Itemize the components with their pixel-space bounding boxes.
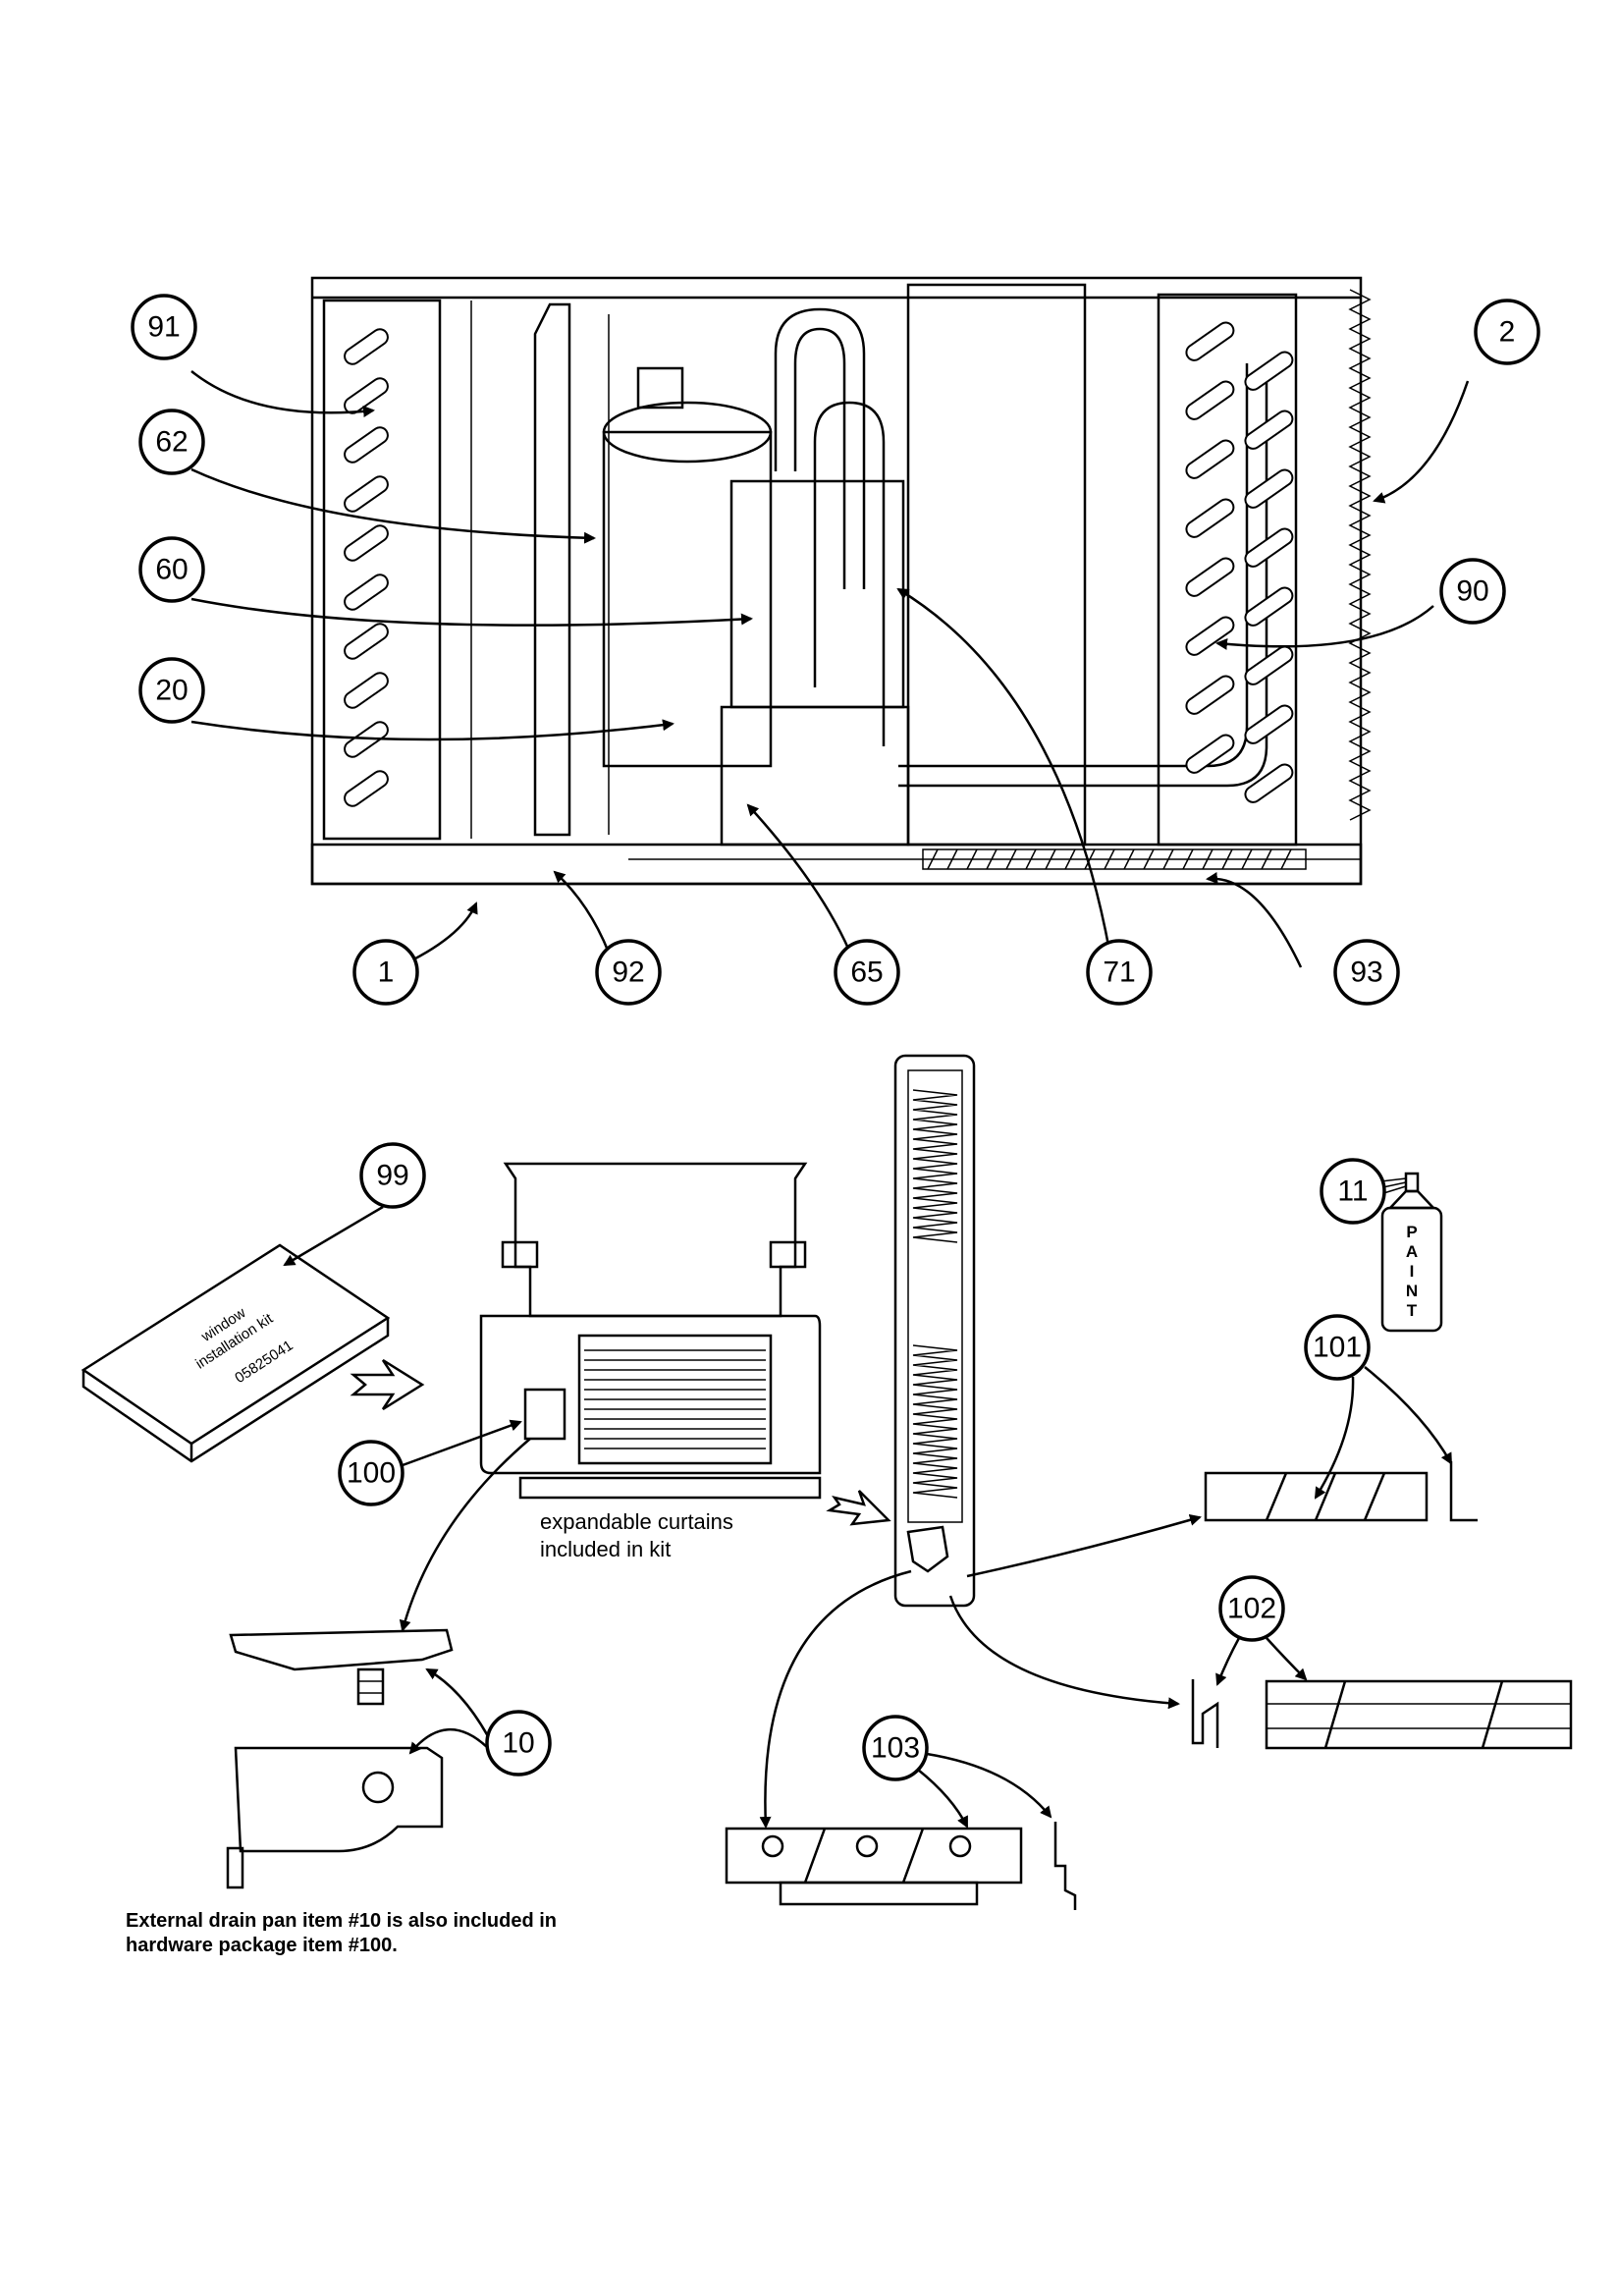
- unit-with-curtains: expandable curtains included in kit: [479, 1162, 822, 1561]
- paint-letter-t: T: [1407, 1301, 1418, 1320]
- paint-letter-n: N: [1406, 1282, 1418, 1300]
- base-bracket: [720, 705, 910, 847]
- leader-100: [402, 1419, 522, 1467]
- callout-102-label: 102: [1227, 1593, 1276, 1625]
- callout-100-label: 100: [347, 1457, 396, 1490]
- flow-arrow-1: [350, 1358, 425, 1411]
- callout-71-label: 71: [1103, 957, 1135, 989]
- leader-panel-101: [966, 1513, 1202, 1578]
- part-102-strip: [1191, 1679, 1573, 1750]
- callout-91: 91: [131, 294, 197, 360]
- leader-102a: [1266, 1637, 1308, 1681]
- callout-91-label: 91: [147, 311, 180, 344]
- flow-arrow-2: [826, 1490, 891, 1526]
- part-101-strip: [1204, 1461, 1478, 1522]
- paint-letter-a: A: [1406, 1242, 1418, 1261]
- condenser-fins: [1348, 289, 1372, 821]
- leader-99: [283, 1205, 384, 1267]
- callout-71: 71: [1086, 939, 1153, 1006]
- leader-panel-102: [948, 1595, 1180, 1710]
- callout-99-label: 99: [376, 1160, 408, 1192]
- leader-100-drain: [399, 1438, 531, 1632]
- callout-92-label: 92: [612, 957, 644, 989]
- callout-60: 60: [138, 536, 205, 603]
- drain-note-line2: hardware package item #100.: [126, 1935, 398, 1956]
- callout-103: 103: [862, 1715, 929, 1781]
- drain-pan-parts: [226, 1628, 454, 1889]
- leader-10a: [425, 1667, 490, 1737]
- leader-102b: [1215, 1637, 1241, 1686]
- callout-60-label: 60: [155, 554, 188, 586]
- callout-2: 2: [1474, 299, 1540, 365]
- hardware-package: [523, 1388, 566, 1441]
- leader-103a: [917, 1769, 969, 1829]
- leader-10b: [408, 1727, 489, 1755]
- callout-93-label: 93: [1350, 957, 1382, 989]
- callout-103-label: 103: [871, 1732, 920, 1765]
- callout-101: 101: [1304, 1314, 1371, 1381]
- left-coil-slots: [344, 328, 389, 807]
- callout-1: 1: [352, 939, 419, 1006]
- callout-65-label: 65: [850, 957, 883, 989]
- callout-99: 99: [359, 1142, 426, 1209]
- refrigerant-tubing: [774, 307, 1268, 788]
- callout-20: 20: [138, 657, 205, 724]
- callout-102: 102: [1218, 1575, 1285, 1642]
- curtains-caption-line1: expandable curtains: [540, 1509, 733, 1534]
- callout-101-label: 101: [1313, 1332, 1362, 1364]
- callout-1-label: 1: [378, 957, 395, 989]
- leader-103b: [926, 1752, 1052, 1819]
- callout-100: 100: [338, 1440, 404, 1506]
- chassis-assembly: [310, 276, 1372, 886]
- callout-90-label: 90: [1456, 575, 1488, 608]
- right-coil-slots: [1185, 321, 1294, 803]
- callout-10-label: 10: [502, 1727, 534, 1760]
- drain-note-line1: External drain pan item #10 is also incl…: [126, 1910, 557, 1932]
- callout-62-label: 62: [155, 426, 188, 459]
- callout-90: 90: [1439, 558, 1506, 625]
- compressor: [602, 366, 773, 768]
- window-kit-box: window installation kit 05825041: [81, 1243, 391, 1463]
- callout-92: 92: [595, 939, 662, 1006]
- callout-93: 93: [1333, 939, 1400, 1006]
- paint-letter-p: P: [1406, 1223, 1417, 1241]
- callout-2-label: 2: [1499, 316, 1516, 349]
- part-103-strip: [725, 1822, 1077, 1910]
- center-partition: [906, 283, 1087, 847]
- curtains-caption-line2: included in kit: [540, 1537, 671, 1561]
- callout-62: 62: [138, 409, 205, 475]
- top-leaders: [190, 370, 1470, 969]
- callout-20-label: 20: [155, 675, 188, 707]
- paint-letter-i: I: [1410, 1262, 1415, 1281]
- callout-65: 65: [834, 939, 900, 1006]
- callout-10: 10: [485, 1710, 552, 1777]
- control-box: [729, 479, 905, 709]
- leader-101a: [1314, 1376, 1355, 1500]
- callout-11-label: 11: [1337, 1175, 1368, 1208]
- callout-11: 11: [1320, 1158, 1386, 1225]
- leader-panel-103: [759, 1569, 912, 1829]
- side-curtain-panel: [893, 1054, 976, 1608]
- leader-101b: [1364, 1366, 1453, 1465]
